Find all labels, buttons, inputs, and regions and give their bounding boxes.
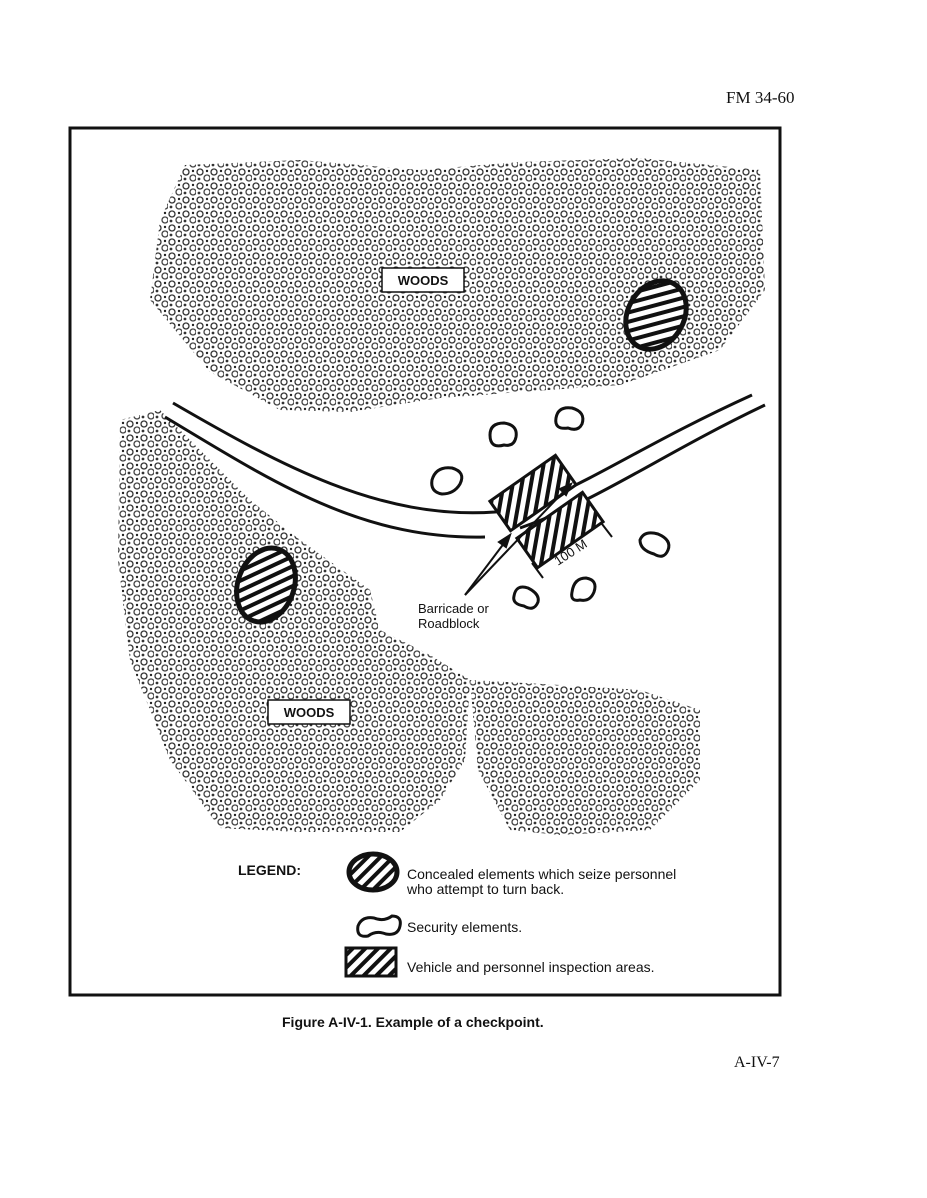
hatched-oval-icon: [234, 278, 689, 625]
document-id: FM 34-60: [726, 88, 795, 107]
distance-marker: [531, 523, 613, 579]
woods-area-bottom-right: [470, 680, 700, 835]
legend-text: Concealed elements which seize personnel: [407, 866, 677, 882]
legend-item-security: Security elements.: [407, 919, 523, 935]
barricade-arrows: [464, 481, 574, 596]
figure-caption: Figure A-IV-1. Example of a checkpoint.: [282, 1014, 544, 1030]
legend-icons: [344, 851, 402, 978]
woods-label-top: WOODS: [398, 273, 449, 288]
figure-frame: [68, 126, 782, 997]
woods-area-bottom-left: [118, 410, 470, 832]
legend-title: LEGEND:: [238, 862, 301, 878]
barricade-label-line1: Barricade or: [418, 601, 489, 616]
security-element-icons: [430, 406, 671, 610]
legend-text: who attempt to turn back.: [407, 881, 565, 897]
page-number: A-IV-7: [734, 1054, 780, 1071]
inspection-areas: [487, 453, 606, 570]
barricade-label-line2: Roadblock: [418, 616, 480, 631]
woods-label-bottom: WOODS: [284, 705, 335, 720]
legend-item-concealed: Concealed elements which seize personnel…: [407, 867, 676, 897]
legend-item-inspection: Vehicle and personnel inspection areas.: [407, 959, 655, 975]
